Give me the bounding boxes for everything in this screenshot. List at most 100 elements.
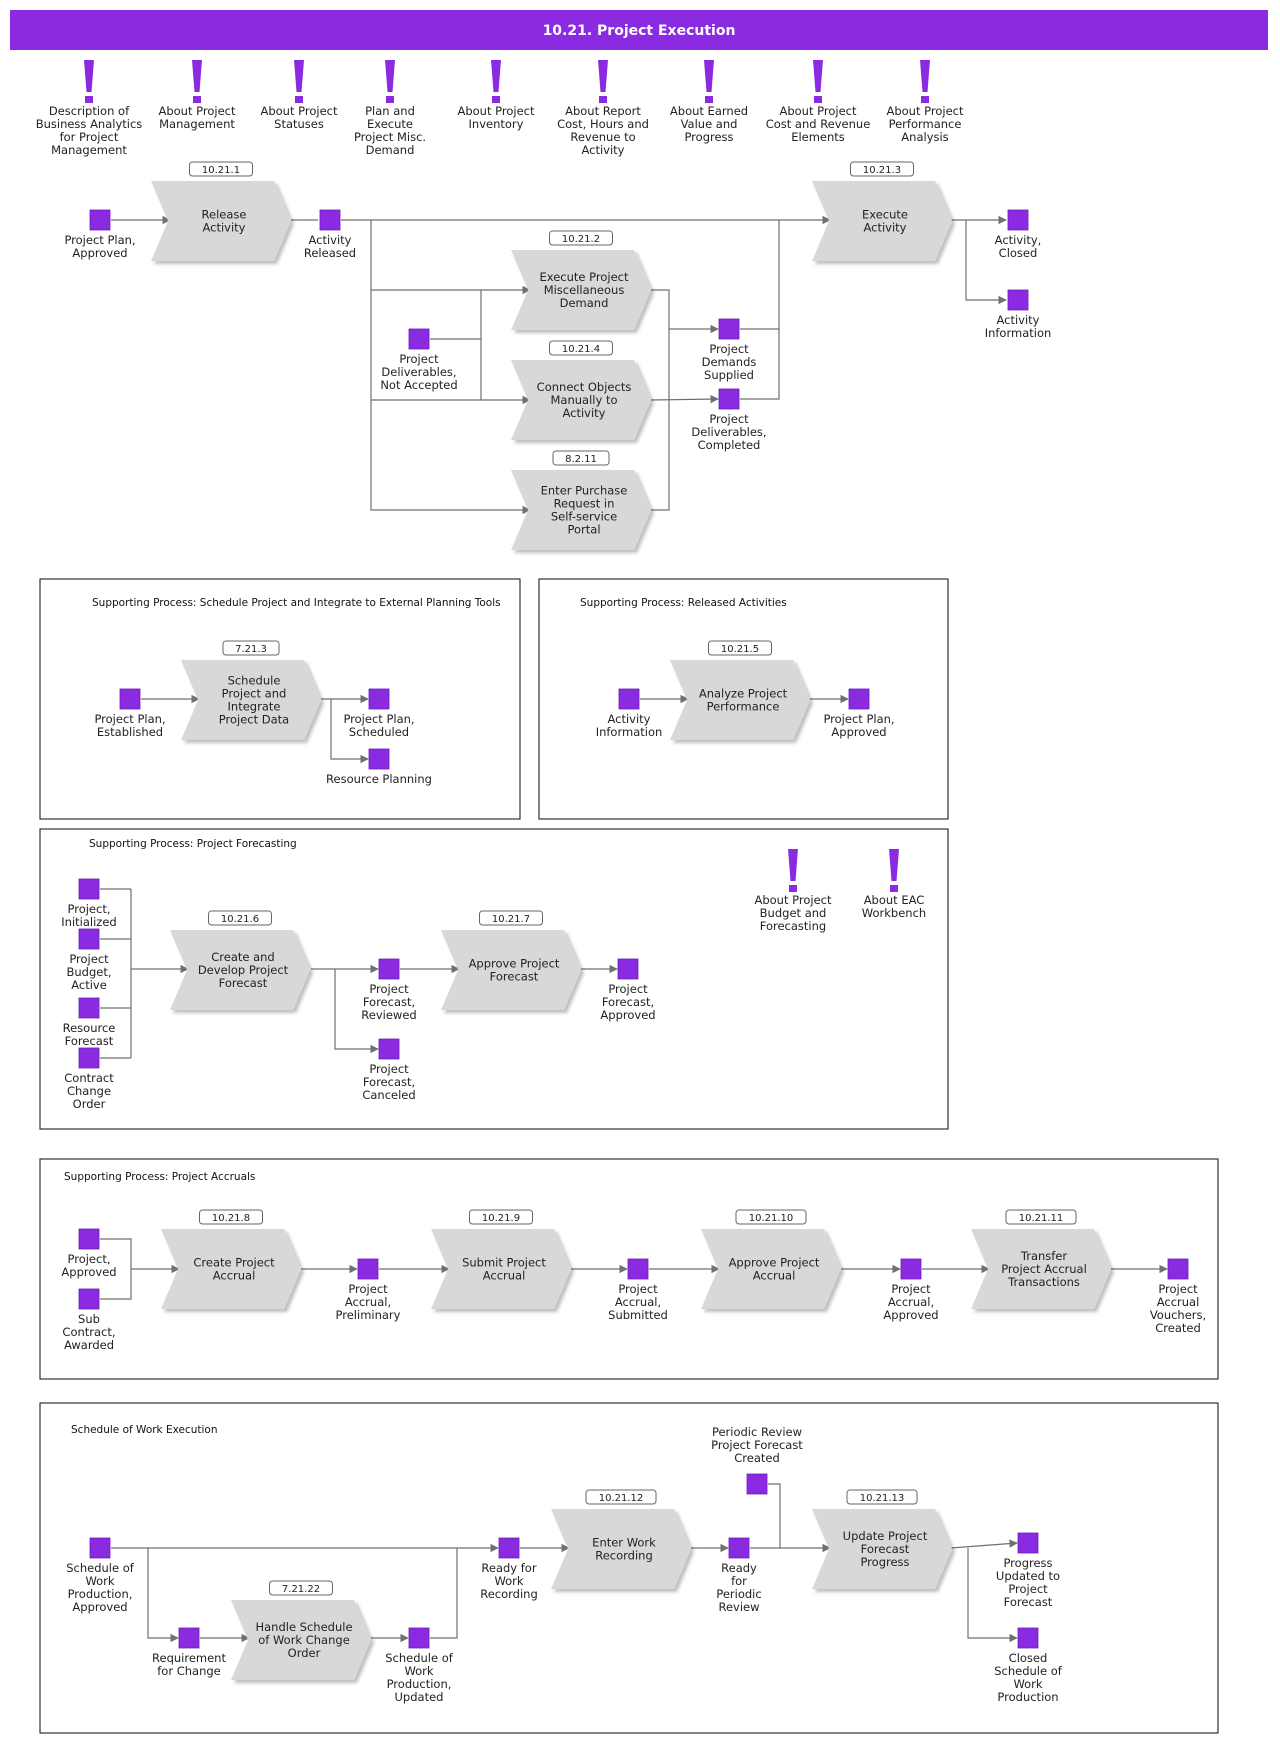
square-event-icon (618, 688, 640, 710)
process-id: 10.21.2 (562, 234, 600, 245)
event-project-plan-approved: Project Plan,Approved (823, 688, 895, 739)
container-title: Supporting Process: Project Accruals (64, 1171, 255, 1183)
process-id-badge (850, 161, 914, 177)
exclamation-icon (598, 60, 608, 103)
container-title: Supporting Process: Released Activities (580, 597, 787, 609)
square-event-icon (627, 1258, 649, 1280)
chevron-process-icon (511, 250, 651, 330)
chevron-process-icon (971, 1229, 1111, 1309)
process-id-badge (199, 1209, 263, 1225)
exclamation-icon (920, 60, 930, 103)
container-title: Supporting Process: Schedule Project and… (92, 597, 501, 609)
connector (740, 329, 780, 400)
square-event-icon (718, 388, 740, 410)
square-event-icon (1007, 209, 1029, 231)
container-title: Schedule of Work Execution (71, 1424, 218, 1436)
event-label: Project Plan,Approved (64, 233, 135, 260)
process-id: 10.21.12 (599, 1493, 644, 1504)
process-id-badge (1005, 1209, 1077, 1225)
connector (965, 220, 1007, 305)
square-event-icon (848, 688, 870, 710)
square-event-icon (1017, 1627, 1039, 1649)
process-id-badge (552, 450, 610, 466)
event-label: Project,Approved (61, 1252, 116, 1279)
square-event-icon (319, 209, 341, 231)
chevron-process-icon (511, 360, 651, 440)
exclamation-icon (788, 849, 798, 892)
process-id: 10.21.7 (492, 914, 530, 925)
event-project-plan-scheduled: Project Plan,Scheduled (343, 688, 415, 739)
square-event-icon (728, 1537, 750, 1559)
chevron-process-icon (231, 1600, 371, 1680)
chevron-process-icon (431, 1229, 571, 1309)
event-activity-closed: Activity,Closed (995, 209, 1041, 260)
chevron-process-icon (670, 660, 810, 740)
event-label: Project Plan,Approved (823, 712, 894, 739)
page-title: 10.21. Project Execution (543, 23, 736, 39)
connector (740, 220, 780, 330)
square-event-icon (78, 1228, 100, 1250)
process-id-badge (585, 1489, 657, 1505)
square-event-icon (1017, 1532, 1039, 1554)
connector (330, 699, 369, 764)
square-event-icon (78, 928, 100, 950)
square-event-icon (900, 1258, 922, 1280)
square-event-icon (89, 209, 111, 231)
process-id: 10.21.8 (212, 1213, 250, 1224)
